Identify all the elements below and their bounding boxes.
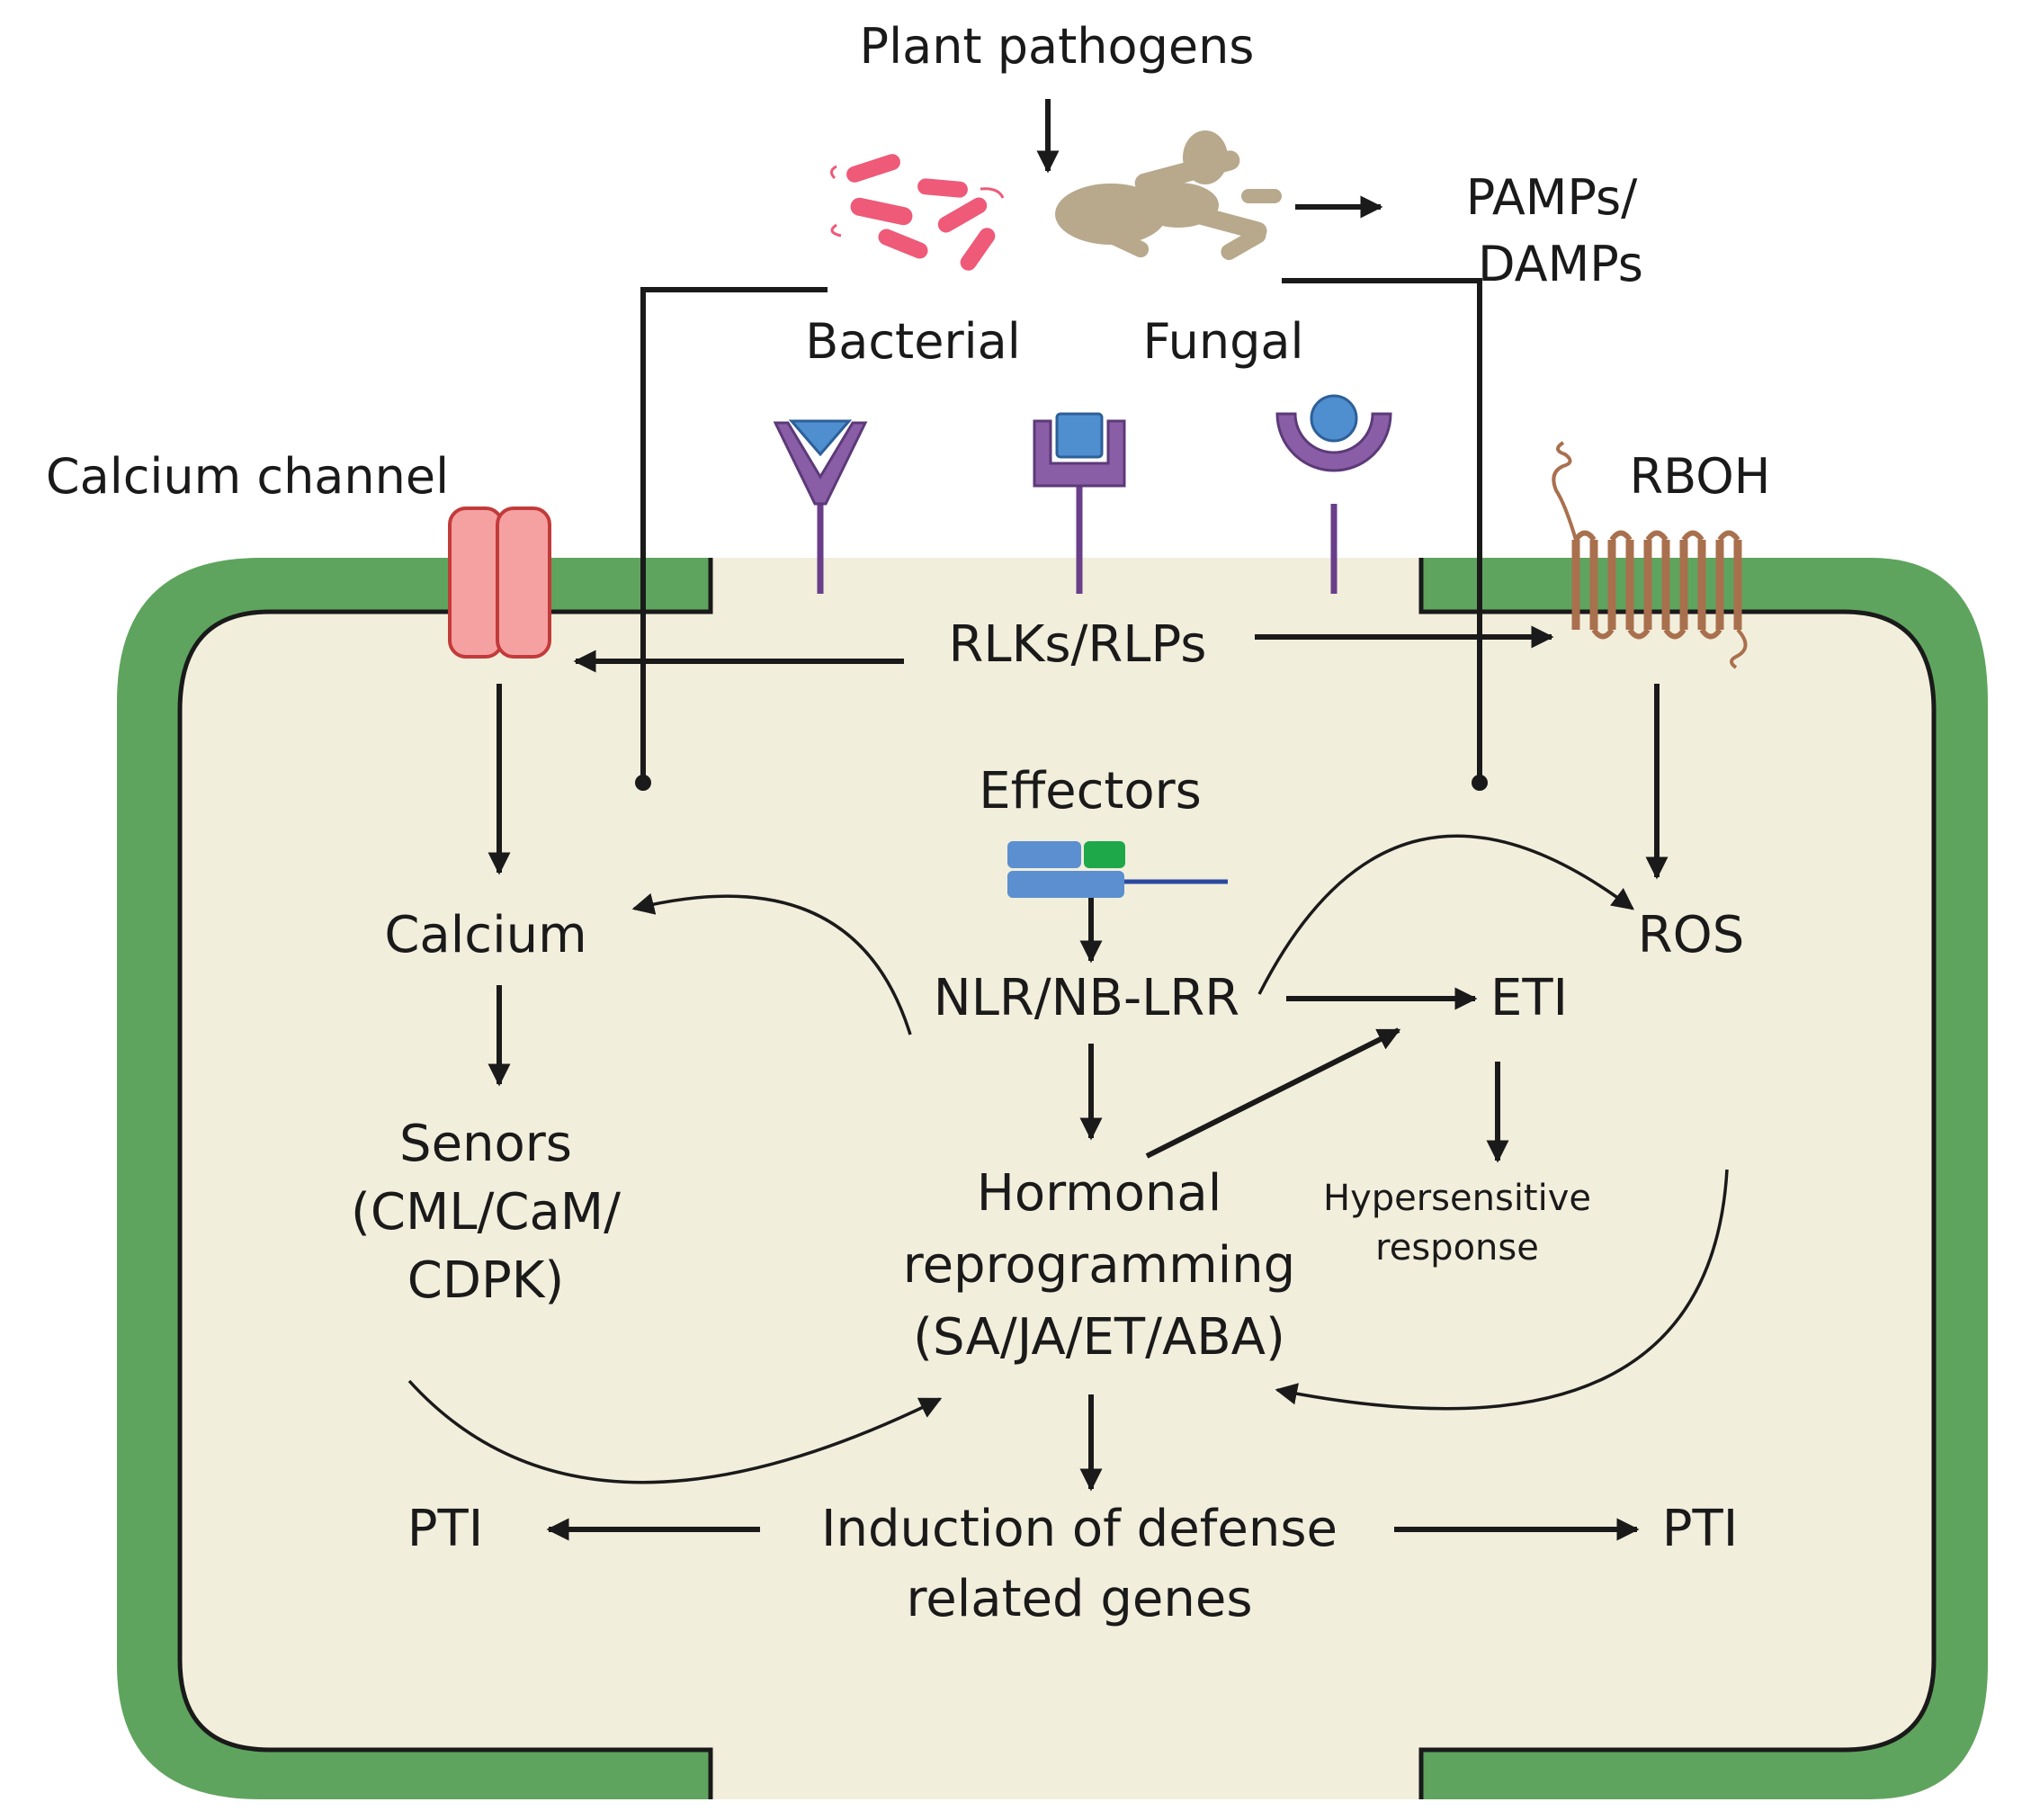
- eti-label: ETI: [1490, 969, 1568, 1027]
- pamps-label-line2: DAMPs: [1478, 236, 1643, 292]
- rlks-rlps-label: RLKs/RLPs: [949, 615, 1207, 674]
- pti-right-label: PTI: [1662, 1500, 1739, 1558]
- effectors-label: Effectors: [979, 762, 1202, 820]
- plant-cell: [117, 558, 1988, 1799]
- bacterial-label: Bacterial: [805, 313, 1021, 370]
- hypersensitive-label-line1: Hypersensitive: [1323, 1178, 1591, 1219]
- fungus-icon: [1055, 130, 1282, 260]
- pti-left-label: PTI: [407, 1500, 484, 1558]
- effector-protein-icon: [1007, 841, 1228, 898]
- hormonal-label-line1: Hormonal: [977, 1164, 1222, 1223]
- sensors-label-line1: Senors: [399, 1115, 572, 1173]
- nlr-label: NLR/NB-LRR: [934, 969, 1239, 1027]
- pamps-label-line1: PAMPs/: [1466, 169, 1638, 226]
- calcium-label: Calcium: [384, 906, 586, 964]
- induction-label-line1: Induction of defense: [821, 1500, 1338, 1558]
- ros-label: ROS: [1638, 906, 1745, 964]
- bacteria-icon: [830, 154, 1005, 271]
- bacterial-path-line: [640, 287, 828, 776]
- sensors-label-line3: CDPK): [407, 1251, 565, 1310]
- fungal-path-line: [1282, 278, 1482, 776]
- receptor-icon: [1275, 394, 1392, 594]
- sensors-label-line2: (CML/CaM/: [351, 1183, 621, 1242]
- transmembrane-protein-icon: [1552, 441, 1748, 669]
- cytoplasm: [180, 558, 1934, 1799]
- cell-membrane: [177, 558, 1937, 1799]
- bacterial-path-end: [635, 775, 651, 791]
- fungal-path-end: [1472, 775, 1488, 791]
- hormonal-to-eti-arrow: [1145, 1027, 1401, 1159]
- induction-label-line2: related genes: [907, 1570, 1253, 1628]
- hormonal-label-line3: (SA/JA/ET/ABA): [913, 1308, 1285, 1367]
- fungal-label: Fungal: [1143, 313, 1304, 370]
- receptor-icon: [1033, 412, 1126, 594]
- nlr-to-calcium-curve: [631, 892, 912, 1036]
- sensors-to-hormonal-curve: [407, 1379, 943, 1484]
- calcium-channel-label: Calcium channel: [46, 448, 449, 505]
- plant-pathogens-label: Plant pathogens: [860, 18, 1255, 75]
- receptor-icon: [773, 419, 868, 594]
- nlr-to-ros-curve: [1257, 834, 1634, 995]
- rboh-label: RBOH: [1630, 448, 1771, 505]
- ion-channel-icon: [448, 507, 551, 659]
- hormonal-label-line2: reprogramming: [903, 1236, 1295, 1295]
- hypersensitive-label-line2: response: [1375, 1227, 1539, 1269]
- ros-to-hormonal-curve: [1275, 1169, 1729, 1411]
